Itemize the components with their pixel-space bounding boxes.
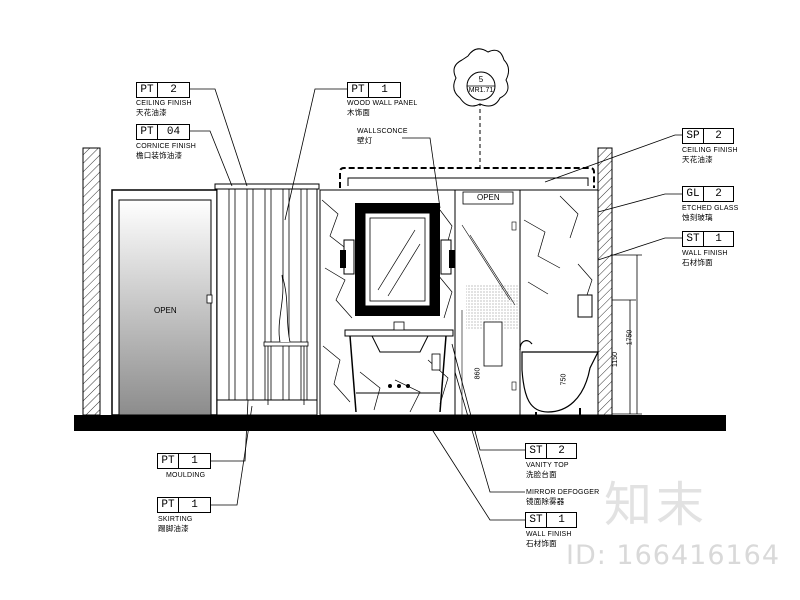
wall-sconce-right [440,239,455,275]
tag-st1-wall-bottom: ST 1 [525,512,577,528]
label-wall-finish-bottom: WALL FINISH 石材饰面 [526,531,572,548]
dim-750: 750 [560,373,568,386]
tag-pt1-skirting: PT 1 [157,497,211,513]
label-mirror-defogger: MIRROR DEFOGGER 镜面除雾器 [526,489,600,506]
door-open-label: OPEN [154,306,177,315]
ceiling-bulkhead [339,167,595,188]
tag-st2-vanity: ST 2 [525,443,577,459]
label-sp-ceiling-finish: CEILING FINISH 天花油漆 [682,147,738,164]
door [111,189,218,416]
left-wall [82,147,101,416]
tag-st1-wall-right: ST 1 [682,231,734,247]
glass-partition [454,189,551,416]
tag-pt2-ceiling: PT 2 [136,82,190,98]
label-wood-wall-panel: WOOD WALL PANEL 木饰面 [347,100,418,117]
dimension-lines [612,254,642,415]
label-moulding: MOULDING [166,472,206,479]
label-vanity-top: VANITY TOP 洗脸台面 [526,462,569,479]
mirror [355,203,440,316]
label-cornice-finish: CORNICE FINISH 檐口装饰油漆 [136,143,196,160]
wood-wall-panel [214,183,320,416]
tag-sp2-ceiling: SP 2 [682,128,734,144]
label-wallsconce: WALLSCONCE 壁灯 [357,128,408,145]
watermark-logo: 知末 [604,477,709,533]
tag-pt1-moulding: PT 1 [157,453,211,469]
right-wall [597,147,613,416]
label-etched-glass: ETCHED GLASS 蚀刻玻璃 [682,205,739,222]
dim-1750: 1750 [626,329,634,346]
tag-pt04-cornice: PT 04 [136,124,190,140]
dim-860: 860 [474,367,482,380]
label-ceiling-finish: CEILING FINISH 天花油漆 [136,100,192,117]
shower-open-label: OPEN [477,193,500,202]
bathtub [519,340,599,416]
bubble-ref: MR1.71 [468,87,494,94]
wall-sconce-left [340,239,355,275]
tag-pt1-wood: PT 1 [347,82,401,98]
label-wall-finish-right: WALL FINISH 石材饰面 [682,250,728,267]
dim-1150: 1150 [612,351,620,368]
tag-gl2-glass: GL 2 [682,186,734,202]
leader-lines [190,88,683,521]
floor-slab [74,415,726,431]
vanity [344,321,454,413]
label-skirting: SKIRTING 踢脚油漆 [158,516,193,533]
watermark-id: ID: 166416164 [566,540,781,571]
bubble-number: 5 [478,75,484,84]
